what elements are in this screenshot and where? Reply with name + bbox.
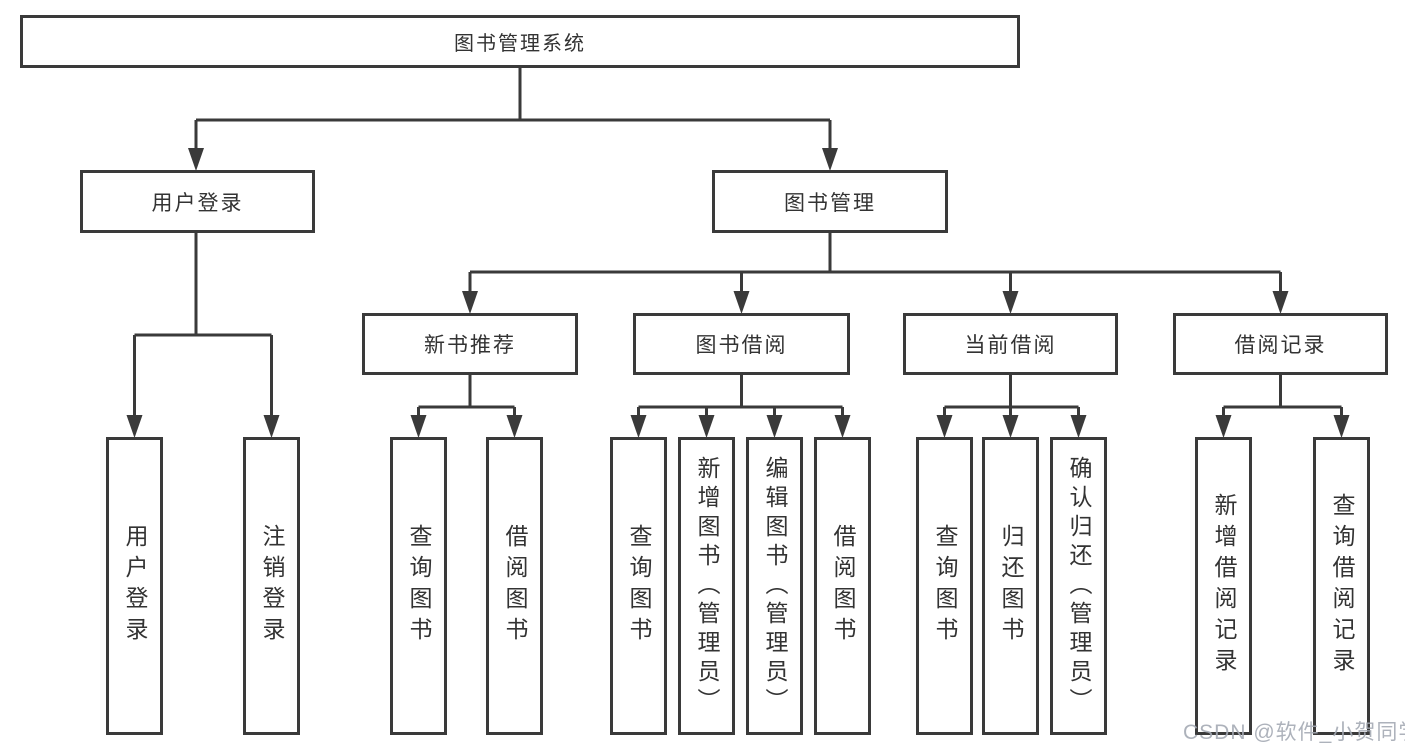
connector-current-borrow-to-leaves xyxy=(943,375,1080,419)
leaf-user-login: 用户登录 xyxy=(106,437,163,735)
node-user-login-label: 用户登录 xyxy=(151,191,244,215)
connector-new-book-to-leaves xyxy=(417,375,516,419)
leaf-return-book-label: 归还图书 xyxy=(998,524,1024,648)
leaf-new-book-borrow-label: 借阅图书 xyxy=(502,524,528,648)
leaf-new-book-query: 查询图书 xyxy=(390,437,447,735)
leaf-query-borrow-record: 查询借阅记录 xyxy=(1313,437,1370,735)
leaf-logout: 注销登录 xyxy=(243,437,300,735)
leaf-add-book-admin-label: 新增图书（管理员） xyxy=(694,455,720,717)
connector-user-login-to-leaves xyxy=(133,233,273,419)
node-new-book-recommend-label: 新书推荐 xyxy=(424,334,516,357)
leaf-new-book-query-label: 查询图书 xyxy=(406,524,432,648)
leaf-add-book-admin: 新增图书（管理员） xyxy=(678,437,735,735)
leaf-user-login-label: 用户登录 xyxy=(122,524,148,648)
leaf-borrow-query-book: 查询图书 xyxy=(610,437,667,735)
leaf-new-book-borrow: 借阅图书 xyxy=(486,437,543,735)
connector-book-management-to-level3 xyxy=(468,233,1282,295)
leaf-current-query-book-label: 查询图书 xyxy=(932,524,958,648)
node-root-label: 图书管理系统 xyxy=(454,33,586,55)
node-book-management-label: 图书管理 xyxy=(784,191,876,215)
node-book-management: 图书管理 xyxy=(712,170,948,233)
node-borrow-record-label: 借阅记录 xyxy=(1234,334,1327,357)
node-current-borrow: 当前借阅 xyxy=(903,313,1118,375)
leaf-edit-book-admin: 编辑图书（管理员） xyxy=(746,437,803,735)
leaf-confirm-return-admin: 确认归还（管理员） xyxy=(1050,437,1107,735)
node-current-borrow-label: 当前借阅 xyxy=(964,334,1057,357)
leaf-confirm-return-admin-label: 确认归还（管理员） xyxy=(1066,455,1092,717)
connector-book-borrow-to-leaves xyxy=(637,375,844,419)
leaf-borrow-query-book-label: 查询图书 xyxy=(626,524,652,648)
leaf-add-borrow-record: 新增借阅记录 xyxy=(1195,437,1252,735)
node-borrow-record: 借阅记录 xyxy=(1173,313,1388,375)
node-book-borrow: 图书借阅 xyxy=(633,313,850,375)
leaf-borrow-book-label: 借阅图书 xyxy=(830,524,856,648)
node-user-login: 用户登录 xyxy=(80,170,315,233)
leaf-return-book: 归还图书 xyxy=(982,437,1039,735)
node-new-book-recommend: 新书推荐 xyxy=(362,313,578,375)
leaf-add-borrow-record-label: 新增借阅记录 xyxy=(1211,493,1237,679)
leaf-current-query-book: 查询图书 xyxy=(916,437,973,735)
leaf-query-borrow-record-label: 查询借阅记录 xyxy=(1329,493,1355,679)
watermark: CSDN @软件_小贺同学 xyxy=(1183,721,1405,744)
leaf-borrow-book: 借阅图书 xyxy=(814,437,871,735)
arrowheads xyxy=(126,148,1350,438)
node-book-borrow-label: 图书借阅 xyxy=(695,334,788,357)
connector-root-to-level2 xyxy=(194,68,832,152)
connector-borrow-record-to-leaves xyxy=(1222,375,1343,419)
node-root: 图书管理系统 xyxy=(20,15,1020,68)
leaf-logout-label: 注销登录 xyxy=(259,524,285,648)
leaf-edit-book-admin-label: 编辑图书（管理员） xyxy=(762,455,788,717)
